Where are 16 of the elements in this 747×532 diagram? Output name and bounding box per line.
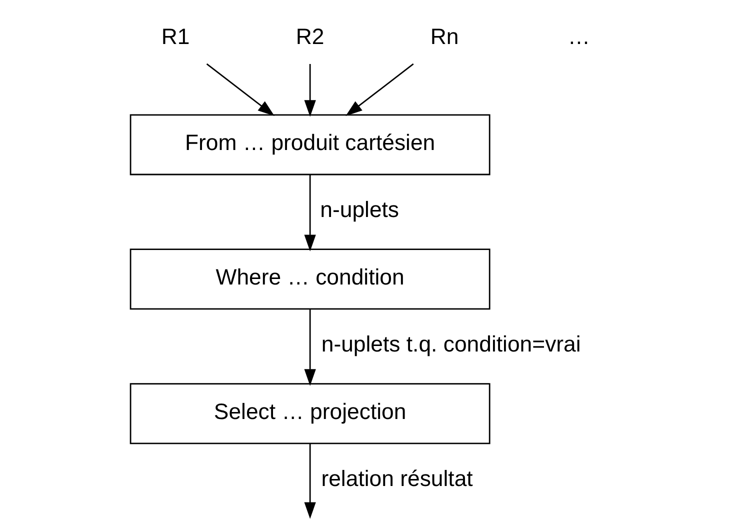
edge-label: n-uplets <box>320 197 400 222</box>
label: … <box>568 24 590 49</box>
arrow <box>206 63 274 116</box>
node-text: R2 <box>296 24 324 49</box>
node-text: R1 <box>161 24 190 49</box>
edge-label: n-uplets t.q. condition=vrai <box>321 332 581 357</box>
node-box: Where … condition <box>130 248 490 310</box>
node-text: Rn <box>430 24 459 49</box>
arrow <box>304 64 316 117</box>
node-box: Select … projection <box>130 383 490 444</box>
node-box: From … produit cartésien <box>130 114 490 176</box>
arrow <box>346 63 414 116</box>
arrow <box>304 309 316 386</box>
edge-label: relation résultat <box>321 466 473 492</box>
arrow <box>304 174 316 252</box>
arrow <box>304 444 316 519</box>
